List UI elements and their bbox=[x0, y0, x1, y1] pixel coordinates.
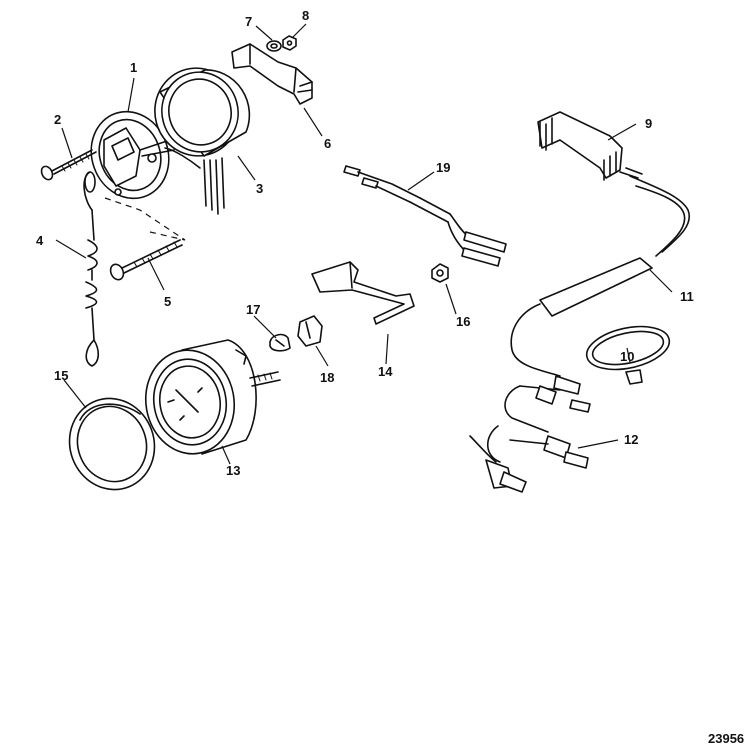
reference-number: 23956 bbox=[708, 731, 744, 746]
callout-13: 13 bbox=[226, 463, 240, 478]
callout-11: 11 bbox=[680, 289, 694, 304]
part-3-housing bbox=[154, 67, 251, 215]
part-16-nut bbox=[431, 263, 449, 283]
part-6-bracket bbox=[231, 43, 313, 105]
callout-1: 1 bbox=[130, 60, 137, 75]
callout-9: 9 bbox=[645, 116, 652, 131]
part-17-bulb bbox=[269, 333, 291, 352]
callout-3: 3 bbox=[256, 181, 263, 196]
callout-16: 16 bbox=[456, 314, 470, 329]
part-7-washer bbox=[266, 40, 282, 52]
callout-2: 2 bbox=[54, 112, 61, 127]
callout-7: 7 bbox=[245, 14, 252, 29]
part-9-bracket bbox=[537, 111, 623, 181]
part-4-lanyard bbox=[83, 171, 186, 367]
part-5-screw bbox=[109, 239, 183, 281]
part-14-bracket bbox=[311, 261, 415, 325]
part-18-socket bbox=[297, 315, 323, 347]
callout-18: 18 bbox=[320, 370, 334, 385]
callout-4: 4 bbox=[36, 233, 44, 248]
part-10-tie-strap bbox=[585, 325, 671, 385]
leader-lines bbox=[55, 23, 673, 465]
part-19-jumper-wire bbox=[343, 165, 507, 267]
callout-5: 5 bbox=[164, 294, 171, 309]
part-13-gauge bbox=[144, 339, 281, 455]
part-2-screw bbox=[40, 149, 97, 181]
part-12-connectors bbox=[469, 435, 589, 493]
callout-labels: 1 2 3 4 5 6 7 8 9 10 11 12 13 14 15 16 1… bbox=[36, 8, 694, 478]
callout-15: 15 bbox=[54, 368, 68, 383]
callout-10: 10 bbox=[620, 349, 634, 364]
callout-12: 12 bbox=[624, 432, 638, 447]
part-8-nut bbox=[282, 35, 297, 51]
part-11-harness bbox=[486, 167, 691, 463]
callout-19: 19 bbox=[436, 160, 450, 175]
part-1-mounting-ring bbox=[90, 110, 175, 200]
callout-6: 6 bbox=[324, 136, 331, 151]
callout-17: 17 bbox=[246, 302, 260, 317]
part-15-bezel bbox=[68, 397, 156, 491]
callout-8: 8 bbox=[302, 8, 309, 23]
callout-14: 14 bbox=[378, 364, 393, 379]
